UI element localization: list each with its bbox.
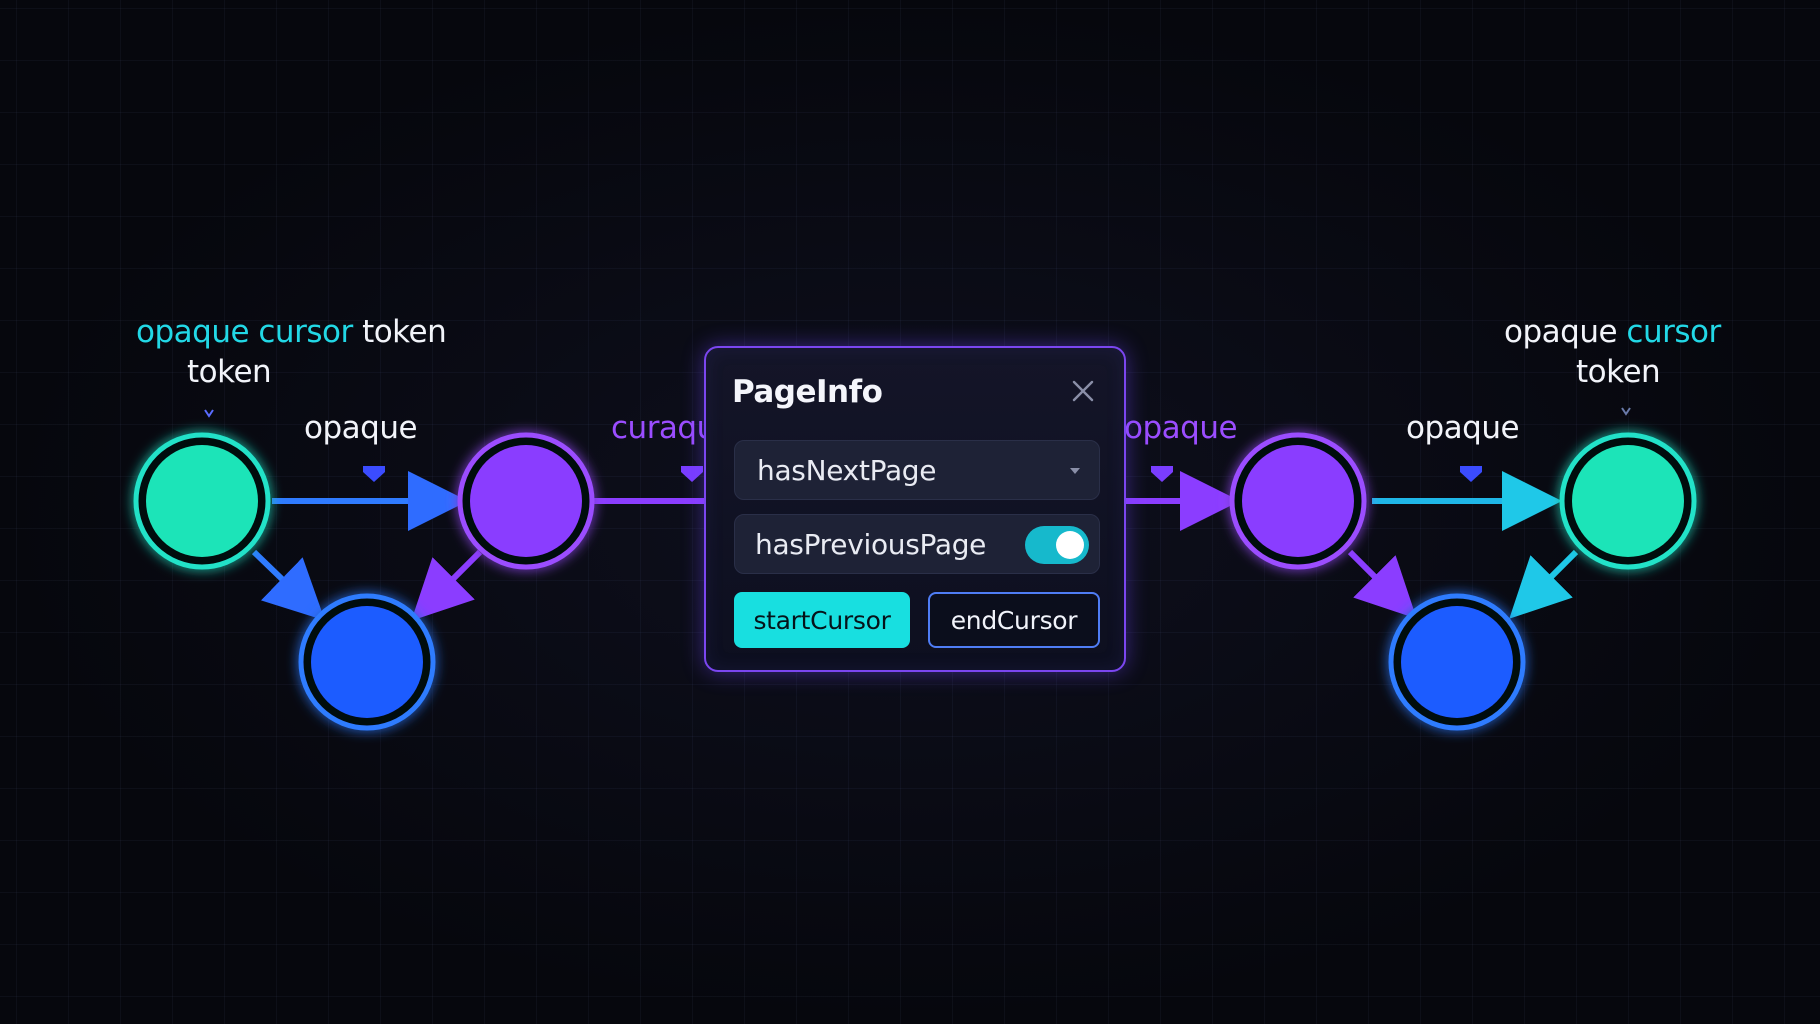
pin-marker <box>363 466 385 482</box>
node-purple-left <box>457 432 595 570</box>
label-right-top-cyan: cursor <box>1626 314 1721 350</box>
edge-e-to-f <box>1509 549 1579 619</box>
has-previous-page-row: hasPreviousPage <box>734 514 1100 574</box>
label-right-token: token <box>1576 354 1661 390</box>
has-next-page-select[interactable]: hasNextPage <box>734 440 1100 500</box>
label-left-top-white: token <box>362 314 447 350</box>
label-right-top-white: opaque <box>1504 314 1618 350</box>
edge-a-to-c <box>251 549 325 621</box>
has-previous-page-toggle[interactable] <box>1025 526 1089 564</box>
pin-marker <box>1460 466 1482 482</box>
close-button[interactable] <box>1070 378 1096 404</box>
node-blue-right <box>1388 593 1526 731</box>
pin-tick <box>204 409 214 418</box>
label-left-token: token <box>187 354 272 390</box>
chevron-down-icon <box>1070 468 1080 474</box>
pin-marker <box>681 466 703 482</box>
node-teal-right <box>1559 432 1697 570</box>
label-right-opaque: opaque <box>1406 410 1520 446</box>
label-right-top: opaque cursor <box>1504 314 1721 350</box>
pin-marker <box>1151 466 1173 482</box>
label-left-top-cyan: opaque cursor <box>136 314 353 350</box>
start-cursor-button[interactable]: startCursor <box>734 592 910 648</box>
close-icon <box>1072 380 1094 402</box>
edge-d-to-f <box>1347 549 1417 619</box>
label-mid-right-partial: opaque <box>1124 410 1238 446</box>
label-mid-left-partial: curaqu <box>611 410 716 446</box>
label-left-opaque: opaque <box>304 410 418 446</box>
toggle-label: hasPreviousPage <box>755 528 987 561</box>
label-left-top: opaque cursor token <box>136 314 447 350</box>
select-value: hasNextPage <box>757 454 937 487</box>
pageinfo-panel: PageInfo hasNextPage hasPreviousPage sta… <box>704 346 1126 672</box>
node-teal-left <box>133 432 271 570</box>
edge-b-to-c <box>411 549 483 621</box>
end-cursor-button[interactable]: endCursor <box>928 592 1100 648</box>
panel-title: PageInfo <box>732 374 883 410</box>
node-blue-left <box>298 593 436 731</box>
node-purple-right <box>1229 432 1367 570</box>
pin-tick <box>1621 407 1631 416</box>
toggle-knob <box>1056 531 1084 559</box>
